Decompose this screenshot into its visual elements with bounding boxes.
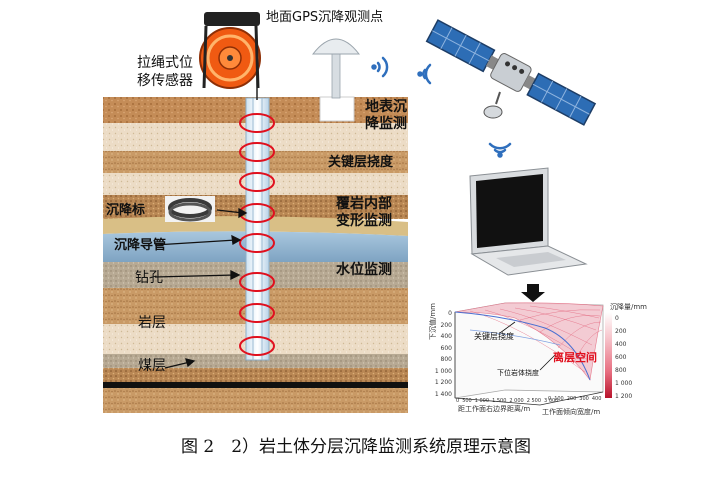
xTicks-tick: 1 000 [474,398,490,404]
internal-deformation-label: 覆岩内部 变形监测 [336,196,392,229]
zTicks-tick: 200 [440,321,452,329]
yTicks-tick: 200 [566,396,577,402]
ring [239,303,275,323]
rock-label: 岩层 [138,315,166,331]
yTicks-tick: 400 [591,396,602,402]
zTicks-tick: 1 400 [434,390,452,398]
zTicks-tick: 1 200 [434,379,452,386]
color-legend-bar [605,312,612,398]
marker-photo-icon [165,196,215,222]
gps-mark-icon [311,38,361,55]
xTicks-tick: 2 500 [526,398,542,404]
ring [239,336,275,356]
x-axis-label: 距工作面右边界距离/m [458,405,531,413]
legendTicks-tick: 200 [615,328,627,335]
laptop-icon [469,167,588,276]
annot-lower-layer: 下位岩体挠度 [497,369,539,377]
pointer-arrows [154,207,248,369]
borehole-label: 钻孔 [135,270,163,286]
y-axis-label: 工作面倾向宽度/m [542,408,601,416]
gps-base [319,96,355,122]
legendTicks-tick: 0 [615,315,619,322]
yTicks-tick: 300 [579,396,589,402]
annot-key-layer: 关键层挠度 [474,332,514,341]
legendTicks-tick: 1 200 [615,393,633,400]
zTicks-tick: 800 [440,356,452,363]
legendTicks-tick: 800 [615,367,627,374]
gps-label: 地面GPS沉降观测点 [266,10,384,25]
xTicks-tick: 2 000 [509,398,524,404]
down-arrow-icon [521,284,545,302]
ring [239,233,275,253]
zTicks-tick: 400 [440,333,452,340]
legendTicks-tick: 400 [615,341,627,348]
subsidence-chart [454,302,612,406]
legend-ticks: 0 200 400 600 800 1 000 1 200 [615,312,632,403]
layer-8 [103,368,408,382]
surface-monitor-label: 地表沉 降监测 [365,99,407,132]
zTicks-tick: 1 000 [434,367,452,375]
legend-title: 沉降量/mm [610,303,647,311]
water-label: 水位监测 [336,262,392,278]
annot-separation: 离层空间 [553,351,597,364]
gps-post [331,51,341,99]
yTicks-tick: 100 [554,396,564,402]
ring [239,172,275,192]
zTicks-tick: 600 [440,344,452,352]
legendTicks-tick: 1 000 [615,380,633,387]
coal-label: 煤层 [138,358,166,374]
wifi-icon [488,142,512,158]
figure-caption: 图 2 2）岩土体分层沉降监测系统原理示意图 [180,437,532,457]
satellite-icon [425,19,597,126]
marker-label: 沉降标 [106,203,146,218]
key-layer-label: 关键层挠度 [328,155,394,170]
xTicks-tick: 0 [456,398,460,404]
ring [239,113,275,133]
layer-bottom [103,388,408,413]
yTicks-tick: 0 [548,396,552,402]
guide-tube-label: 沉降导管 [114,238,167,253]
sensor-label: 拉绳式位 移传感器 [137,55,193,89]
xTicks-tick: 1 500 [492,398,507,404]
ring [239,272,275,292]
zTicks-tick: 0 [448,310,452,317]
xTicks-tick: 500 [462,398,472,404]
coal-seam [103,382,408,388]
wifi-icon [371,56,389,78]
reel-sensor-icon [199,12,261,89]
wifi-icon [417,63,432,85]
ring [239,142,275,162]
settlement-rings [239,113,275,356]
z-ticks: 0 200 400 600 800 1 000 1 200 1 400 [432,308,452,400]
xTicks-tick: 3 000 [544,398,559,404]
legendTicks-tick: 600 [615,354,627,361]
